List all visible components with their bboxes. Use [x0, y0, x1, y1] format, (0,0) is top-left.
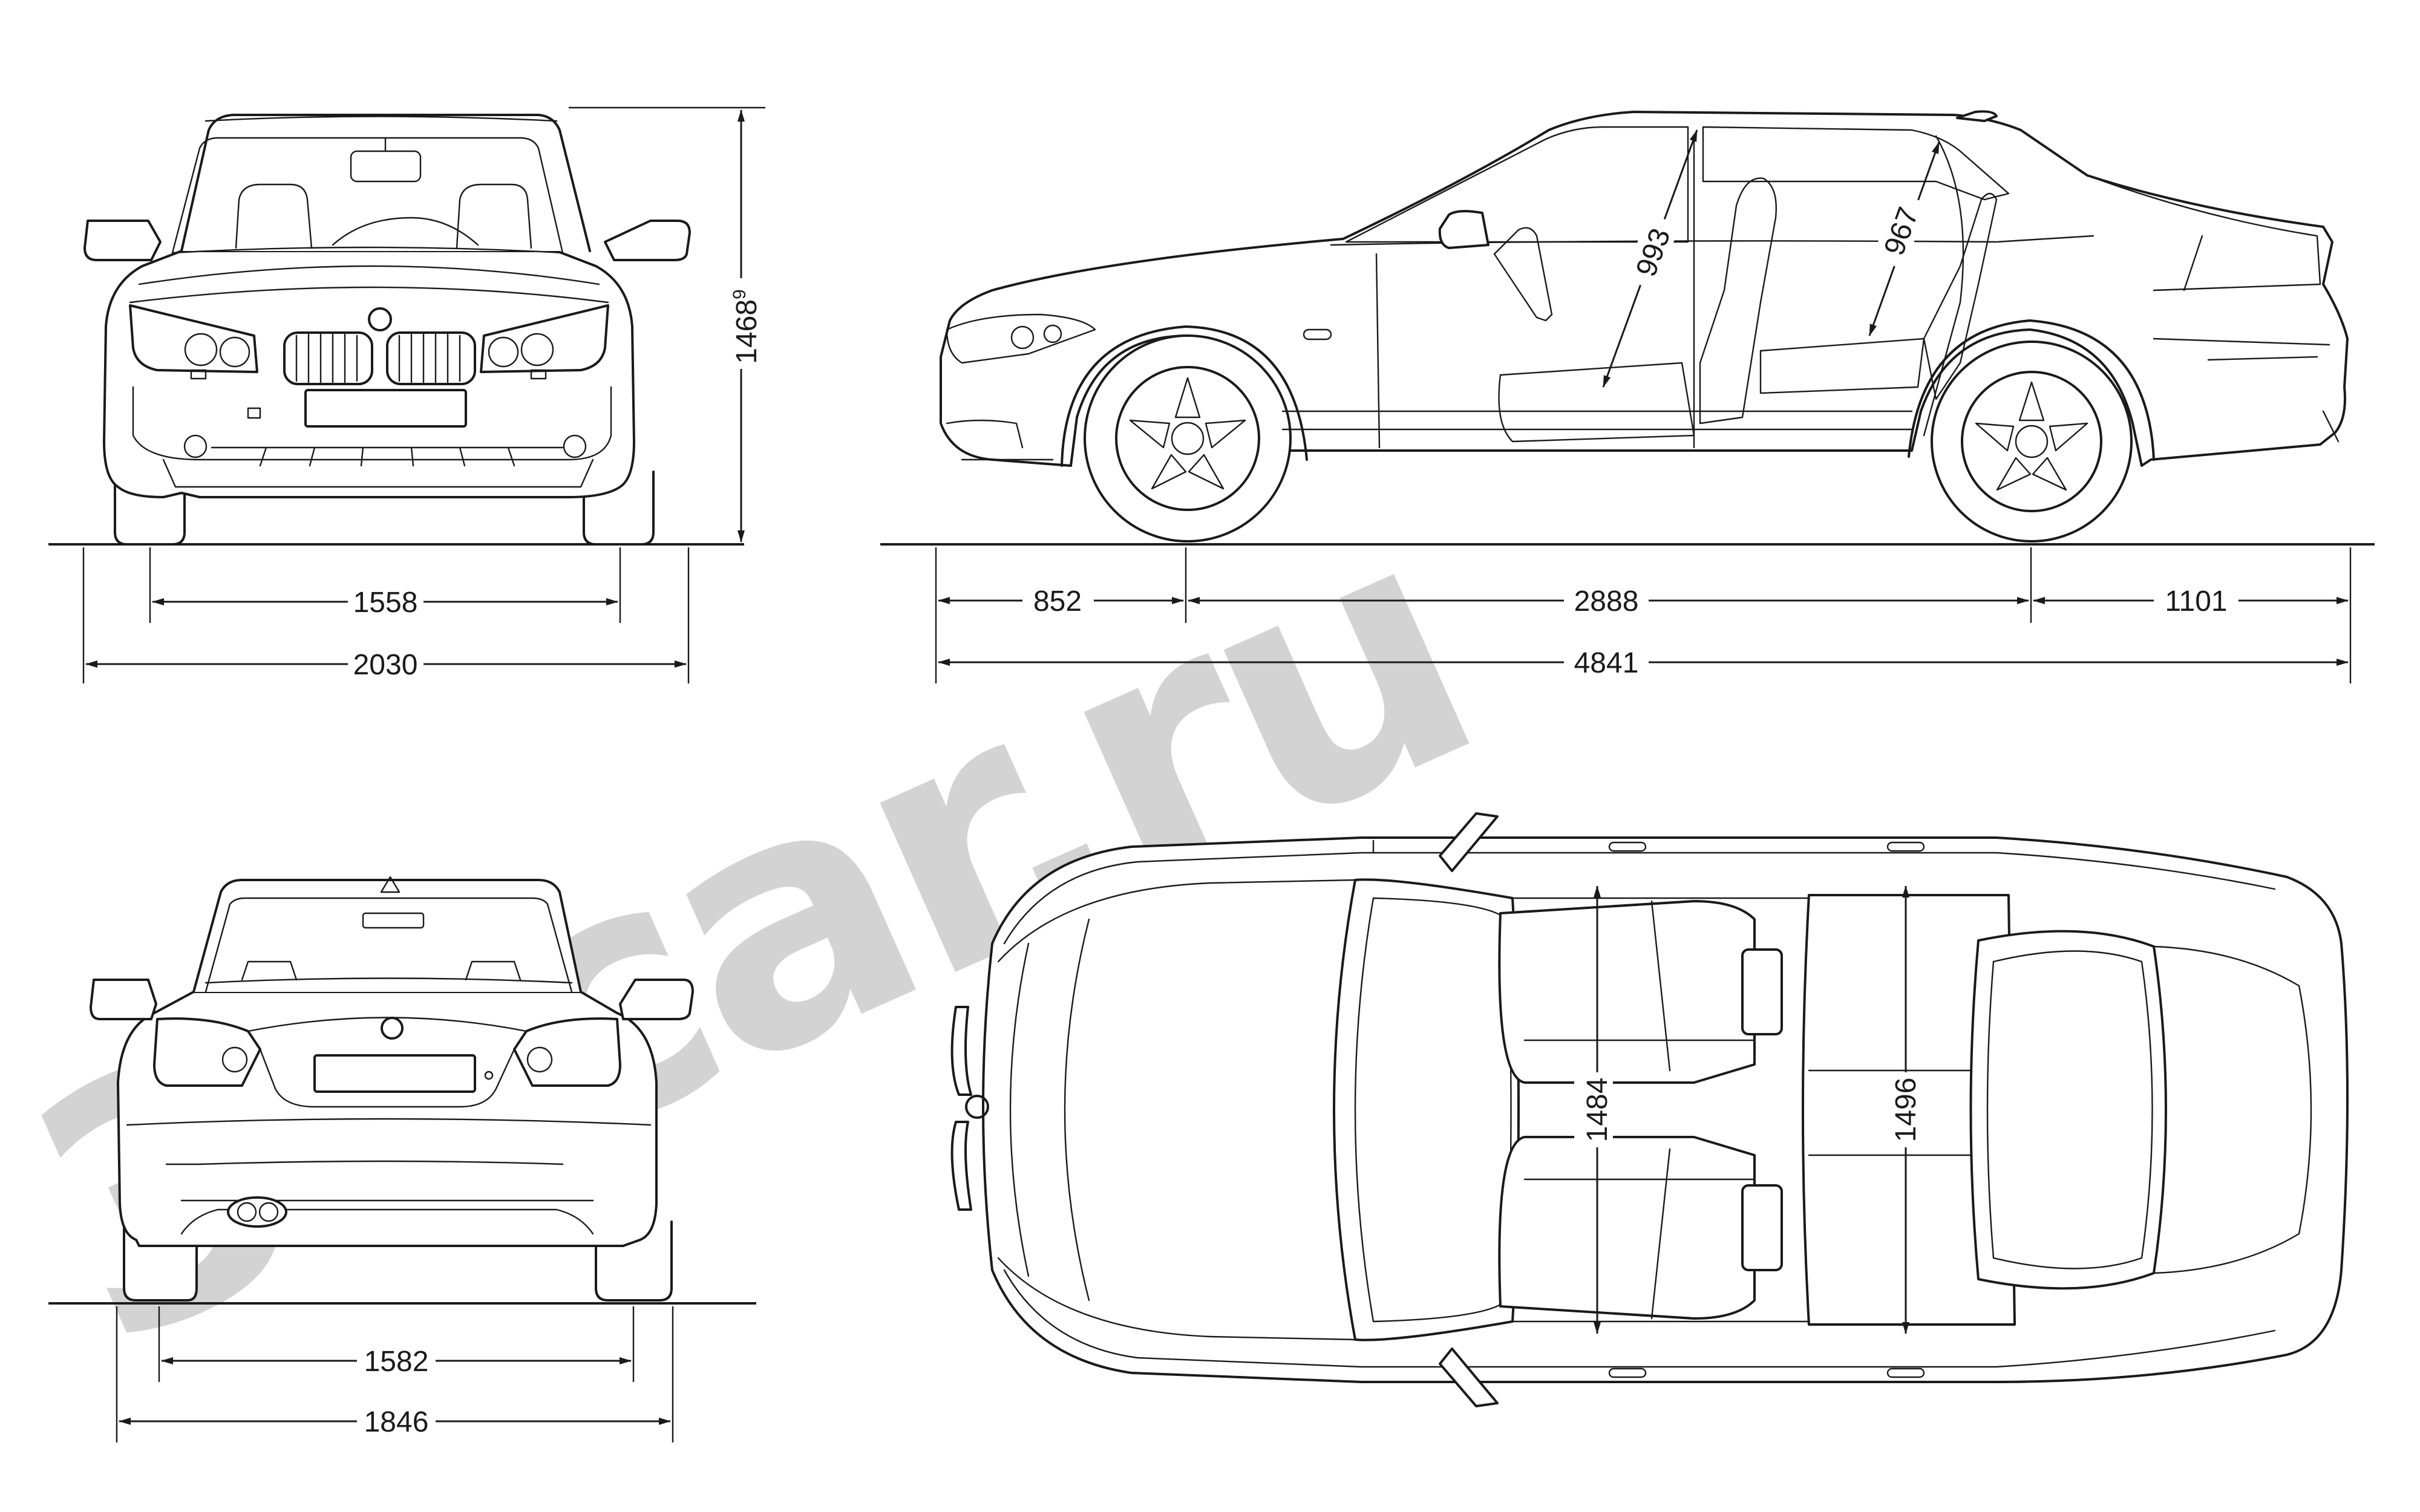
- dim-wheelbase: 2888: [1574, 585, 1639, 618]
- bmw-logo-top-icon: [965, 1095, 989, 1119]
- dim-overall-length: 4841: [1574, 647, 1639, 679]
- svg-text:14689: 14689: [730, 289, 763, 363]
- rear-wheel: [1931, 341, 2133, 543]
- dim-rear-track: 1582: [364, 1346, 429, 1378]
- dim-height: 1468: [731, 299, 763, 364]
- bmw-logo-rear-icon: [381, 1017, 404, 1040]
- front-wheel: [1084, 334, 1292, 543]
- front-view: 1558 2030 14689: [48, 106, 766, 683]
- dim-rear-width: 1846: [364, 1406, 429, 1438]
- dim-front-track: 1558: [353, 587, 418, 619]
- dim-height-superscript: 9: [730, 289, 750, 299]
- dim-front-overhang: 852: [1033, 585, 1082, 618]
- dim-front-interior-width: 1484: [1581, 1078, 1614, 1142]
- bmw-logo-icon: [368, 307, 392, 331]
- top-view: 1484 1496: [950, 812, 2349, 1407]
- side-view: 993 967 852 2888 1101 4841: [880, 110, 2375, 683]
- rear-view: 1582 1846: [48, 876, 756, 1442]
- dim-rear-overhang: 1101: [2165, 585, 2227, 618]
- dim-front-overall-width: 2030: [353, 649, 418, 681]
- dim-rear-interior-width: 1496: [1890, 1078, 1922, 1142]
